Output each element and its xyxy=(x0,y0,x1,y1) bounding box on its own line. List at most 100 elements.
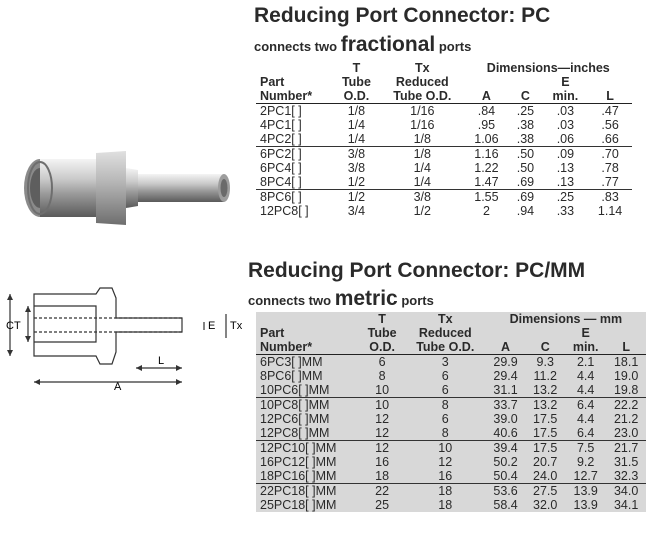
table-cell: 13.9 xyxy=(565,483,607,498)
table-cell: .38 xyxy=(516,132,535,146)
part-number-cell: 16PC12[ ]MM xyxy=(260,455,337,469)
table-cell: 20.7 xyxy=(533,455,558,469)
table-cell: 6 xyxy=(441,383,449,397)
table-cell: 29.4 xyxy=(493,369,518,383)
table-cell: 3/8 xyxy=(332,146,381,161)
col-header: E xyxy=(561,75,570,89)
table-cell: 16 xyxy=(438,469,453,483)
part-number-cell: 6PC4[ ] xyxy=(260,161,302,175)
col-header: T xyxy=(352,61,361,75)
diagram-label-a: A xyxy=(114,381,122,392)
col-header: Dimensions—inches xyxy=(486,61,610,75)
col-header xyxy=(256,61,333,75)
table-cell: 10 xyxy=(375,383,390,397)
part-number-cell: 10PC6[ ]MM xyxy=(260,383,330,397)
table-cell: 32.3 xyxy=(613,469,639,483)
mm-subtitle-post: ports xyxy=(401,293,434,308)
table-cell: 1/8 xyxy=(380,146,465,161)
table-cell: 1.14 xyxy=(597,204,623,218)
table-cell: .77 xyxy=(601,175,619,189)
table-cell: .03 xyxy=(556,104,575,118)
table-cell: 24.0 xyxy=(533,469,558,483)
table-cell: 1.22 xyxy=(474,161,499,175)
part-number-cell: 6PC2[ ] xyxy=(256,146,333,161)
part-number-cell: 10PC8[ ]MM xyxy=(256,397,360,412)
col-header: C xyxy=(525,340,566,355)
col-header: Number* xyxy=(256,340,360,355)
table-cell: 1/8 xyxy=(413,132,431,146)
table-cell: 1/4 xyxy=(413,161,431,175)
col-header: T xyxy=(378,312,386,326)
part-number-cell: 2PC1[ ] xyxy=(260,104,302,118)
part-number-cell: 18PC16[ ]MM xyxy=(260,469,337,483)
table-cell: 1.06 xyxy=(474,132,499,146)
table-cell: 9.2 xyxy=(576,455,595,469)
mm-spec-table: T Tx Dimensions — mm Part Tube Reduced E… xyxy=(256,312,646,512)
pc-subtitle-post: ports xyxy=(438,39,472,54)
table-cell: 18 xyxy=(404,483,486,498)
table-cell: .83 xyxy=(588,189,632,204)
diagram-label-l: L xyxy=(158,355,164,367)
table-cell: 50.4 xyxy=(493,469,518,483)
table-cell: 10 xyxy=(404,440,486,455)
table-cell: 39.0 xyxy=(493,412,518,426)
table-cell: .25 xyxy=(542,189,589,204)
table-cell: 12 xyxy=(438,455,453,469)
table-cell: 1.55 xyxy=(464,189,509,204)
table-cell: 7.5 xyxy=(565,440,607,455)
col-header: C xyxy=(508,89,543,104)
table-cell: 12 xyxy=(375,426,390,440)
table-cell: .03 xyxy=(556,118,575,132)
mm-subtitle-emph: metric xyxy=(334,287,398,310)
table-cell: 18 xyxy=(438,498,453,512)
table-cell: 18 xyxy=(375,469,390,483)
table-cell: 1.47 xyxy=(474,175,499,189)
table-cell: 1/2 xyxy=(413,204,431,218)
diagram-label-tx: Tx xyxy=(230,320,243,332)
col-header: Part xyxy=(260,326,285,340)
table-cell: 58.4 xyxy=(493,498,518,512)
col-header: A xyxy=(485,340,526,355)
table-cell: 17.5 xyxy=(533,412,558,426)
table-cell: 4.4 xyxy=(576,412,595,426)
table-cell: 12 xyxy=(375,412,390,426)
table-cell: .25 xyxy=(516,104,535,118)
table-cell: .33 xyxy=(556,204,575,218)
part-number-cell: 12PC10[ ]MM xyxy=(256,440,360,455)
cross-section-drawing: C T E Tx L A xyxy=(6,287,243,392)
part-number-cell: 6PC3[ ]MM xyxy=(260,355,323,369)
table-cell: 1/4 xyxy=(347,118,366,132)
part-number-cell: 8PC4[ ] xyxy=(260,175,302,189)
col-header: Dimensions — mm xyxy=(509,312,623,326)
table-cell: 13.2 xyxy=(525,397,566,412)
table-cell: 19.8 xyxy=(613,383,639,397)
col-header: Part xyxy=(260,75,285,89)
table-cell: 34.0 xyxy=(606,483,646,498)
col-header: min. xyxy=(565,340,607,355)
table-cell: 6 xyxy=(441,412,449,426)
table-cell: 1/8 xyxy=(347,104,366,118)
table-cell: 3/8 xyxy=(347,161,366,175)
col-header: Tube O.D. xyxy=(404,340,486,355)
table-cell: 3 xyxy=(441,355,449,369)
pc-subtitle: connects two fractional ports xyxy=(254,33,471,57)
table-cell: 6 xyxy=(441,369,449,383)
table-cell: 4.4 xyxy=(576,369,595,383)
table-cell: 10 xyxy=(359,397,405,412)
table-cell: 1.16 xyxy=(464,146,509,161)
table-cell: 17.5 xyxy=(525,440,566,455)
